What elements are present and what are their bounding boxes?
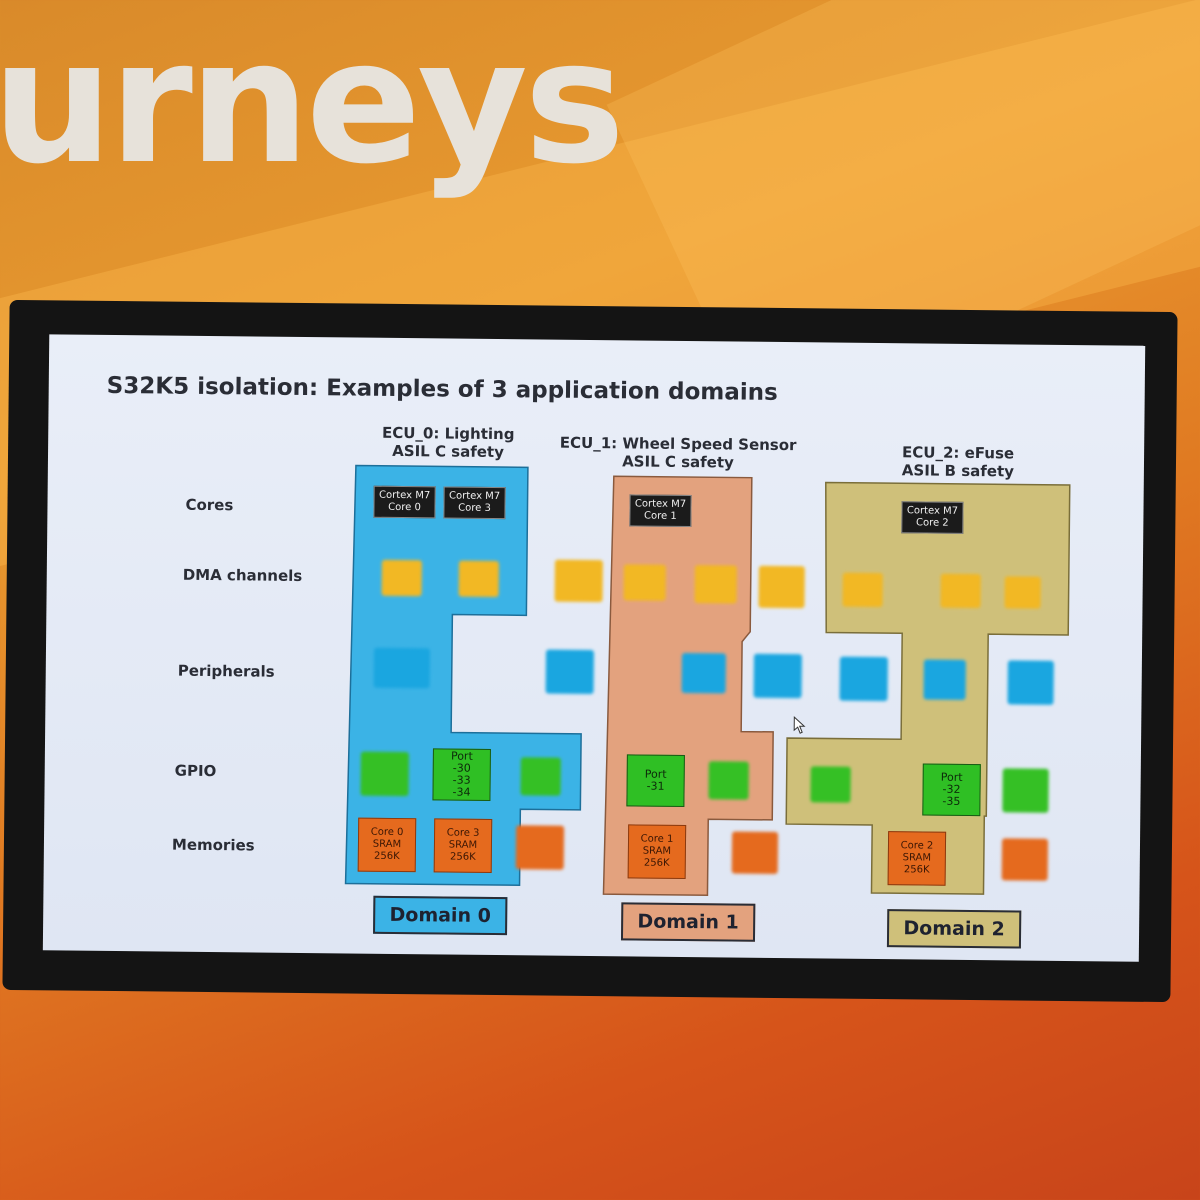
memory-block <box>1001 838 1049 881</box>
core-0-sram: Core 0 SRAM 256K <box>357 817 417 873</box>
domain-1-label: Domain 1 <box>620 902 756 942</box>
port-32-35: Port -32 -35 <box>922 763 981 817</box>
banner-text: urneys <box>0 4 625 202</box>
peripheral <box>753 653 802 699</box>
peripheral <box>681 652 726 694</box>
peripheral <box>545 649 595 695</box>
dma-channel <box>381 559 422 597</box>
dma-channel <box>623 564 666 601</box>
dma-channel <box>758 565 805 609</box>
gpio-pin <box>360 751 409 797</box>
gpio-pin <box>708 761 749 800</box>
peripheral <box>923 659 966 700</box>
memory-block <box>731 831 779 874</box>
monitor: S32K5 isolation: Examples of 3 applicati… <box>2 299 1178 1003</box>
mouse-cursor-icon <box>793 716 806 734</box>
dma-channel <box>458 560 499 598</box>
core-0-chip: Cortex M7 Core 0 <box>373 485 436 519</box>
gpio-pin <box>810 766 851 803</box>
port-30-33-34: Port -30 -33 -34 <box>432 748 491 801</box>
domain-2-label: Domain 2 <box>886 909 1022 949</box>
core-2-sram: Core 2 SRAM 256K <box>887 831 947 886</box>
dma-channel <box>940 573 981 609</box>
memory-block <box>515 825 565 870</box>
core-3-chip: Cortex M7 Core 3 <box>443 486 506 520</box>
core-1-sram: Core 1 SRAM 256K <box>627 824 687 880</box>
port-31: Port -31 <box>626 754 685 807</box>
slide-screen: S32K5 isolation: Examples of 3 applicati… <box>42 334 1146 962</box>
gpio-pin <box>1002 768 1049 813</box>
peripheral <box>839 656 888 702</box>
peripheral <box>1007 660 1054 705</box>
core-2-chip: Cortex M7 Core 2 <box>901 501 964 534</box>
peripheral <box>373 647 431 689</box>
core-3-sram: Core 3 SRAM 256K <box>433 818 493 873</box>
dma-channel <box>554 559 603 603</box>
core-1-chip: Cortex M7 Core 1 <box>629 494 692 528</box>
dma-channel <box>1004 576 1041 609</box>
gpio-pin <box>520 757 561 796</box>
dma-channel <box>694 565 737 604</box>
domain-0-label: Domain 0 <box>373 895 508 936</box>
dma-channel <box>842 572 883 608</box>
domain-regions <box>344 464 1071 897</box>
